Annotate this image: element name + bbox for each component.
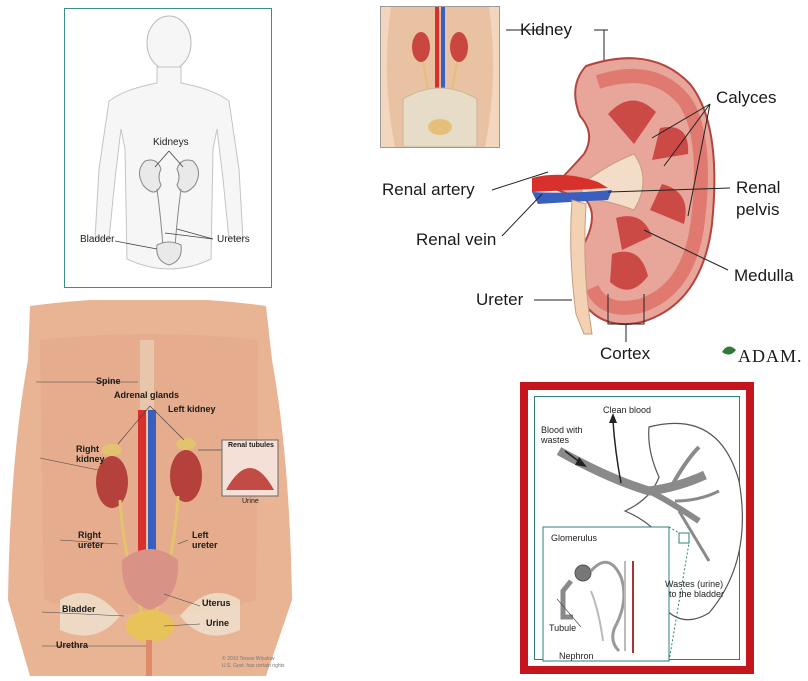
body-outline-illustration xyxy=(65,9,271,287)
label-right-kidney-1: Right xyxy=(76,444,99,454)
label-renal-vein: Renal vein xyxy=(416,230,496,250)
label-spine: Spine xyxy=(96,376,121,386)
torso-panel: Spine Adrenal glands Left kidney Renal t… xyxy=(0,300,300,676)
label-bladder: Bladder xyxy=(62,604,96,614)
label-blood-with-1: Blood with xyxy=(541,425,583,435)
nephron-panel: Clean blood Blood with wastes Glomerulus… xyxy=(520,382,754,674)
label-tubule: Tubule xyxy=(549,623,576,633)
label-ureter: Ureter xyxy=(476,290,523,310)
label-left-ureter-1: Left xyxy=(192,530,209,540)
label-glomerulus: Glomerulus xyxy=(551,533,597,543)
label-left-kidney: Left kidney xyxy=(168,404,216,414)
label-uterus: Uterus xyxy=(202,598,231,608)
label-right-ureter-1: Right xyxy=(78,530,101,540)
label-cortex: Cortex xyxy=(600,344,650,364)
nephron-frame-inner: Clean blood Blood with wastes Glomerulus… xyxy=(528,390,746,666)
label-urine: Urine xyxy=(206,618,229,628)
label-medulla: Medulla xyxy=(734,266,794,286)
label-adrenal-glands: Adrenal glands xyxy=(114,390,179,400)
label-blood-with-2: wastes xyxy=(541,435,569,445)
adam-logo: ADAM. xyxy=(738,346,803,367)
label-urethra: Urethra xyxy=(56,640,88,650)
label-renal-pelvis-1: Renal xyxy=(736,178,780,198)
credit-line-2: U.S. Govt. has certain rights xyxy=(222,663,285,669)
label-wastes-1: Wastes (urine) xyxy=(665,579,723,589)
label-renal-tubules: Renal tubules xyxy=(228,442,274,449)
label-renal-artery: Renal artery xyxy=(382,180,475,200)
torso-illustration xyxy=(0,300,300,676)
label-urine-inset: Urine xyxy=(242,498,259,505)
label-bladder: Bladder xyxy=(80,234,114,245)
label-calyces: Calyces xyxy=(716,88,776,108)
label-kidney: Kidney xyxy=(520,20,572,40)
label-kidneys: Kidneys xyxy=(153,137,189,148)
label-ureters: Ureters xyxy=(217,234,250,245)
label-right-ureter-2: ureter xyxy=(78,540,104,550)
body-outline-panel: Kidneys Bladder Ureters xyxy=(64,8,272,288)
label-right-kidney-2: kidney xyxy=(76,454,105,464)
credit-line-1: © 2010 Terese Winslow xyxy=(222,656,275,662)
kidney-cross-section-panel: Kidney Calyces Renal artery Renal pelvis… xyxy=(372,4,808,374)
label-renal-pelvis-2: pelvis xyxy=(736,200,779,220)
label-left-ureter-2: ureter xyxy=(192,540,218,550)
label-wastes-2: to the bladder xyxy=(669,589,724,599)
label-nephron: Nephron xyxy=(559,651,594,661)
label-clean-blood: Clean blood xyxy=(603,405,651,415)
